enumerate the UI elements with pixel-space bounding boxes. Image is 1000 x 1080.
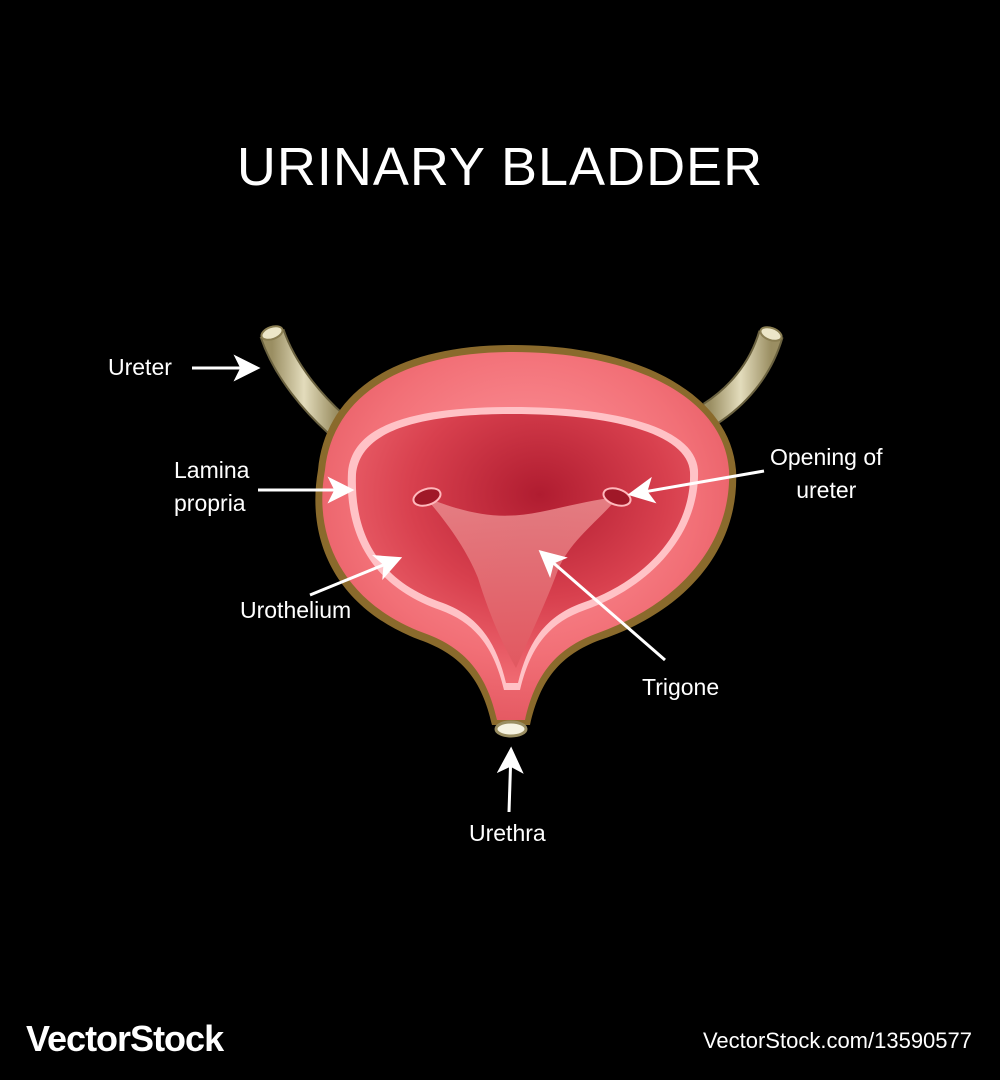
label-lamina-propria-line-1: Lamina xyxy=(174,457,250,483)
label-urothelium: Urothelium xyxy=(240,597,352,623)
label-opening-line-2: ureter xyxy=(796,477,857,503)
label-opening-line-1: Opening of xyxy=(770,444,883,470)
right-ureter xyxy=(702,326,784,425)
label-opening-of-ureter: Opening of ureter xyxy=(770,441,883,507)
label-lamina-propria: Lamina propria xyxy=(174,454,249,520)
opening-of-ureter-arrow xyxy=(627,469,765,504)
left-ureter-opening xyxy=(412,487,442,507)
left-ureter xyxy=(259,325,345,434)
urethra-arrow xyxy=(496,746,524,813)
urothelium-arrow xyxy=(309,555,403,597)
label-lamina-propria-line-2: propria xyxy=(174,490,246,516)
label-ureter: Ureter xyxy=(108,354,172,380)
watermark-url: VectorStock.com/13590577 xyxy=(702,1028,972,1053)
trigone-arrow xyxy=(538,550,666,662)
label-trigone: Trigone xyxy=(642,674,720,700)
label-urethra: Urethra xyxy=(469,820,546,846)
urethra-tube xyxy=(494,720,528,738)
trigone-region xyxy=(425,497,618,668)
page-title: URINARY BLADDER xyxy=(236,137,764,198)
watermark-brand: VectorStock xyxy=(26,1018,224,1059)
